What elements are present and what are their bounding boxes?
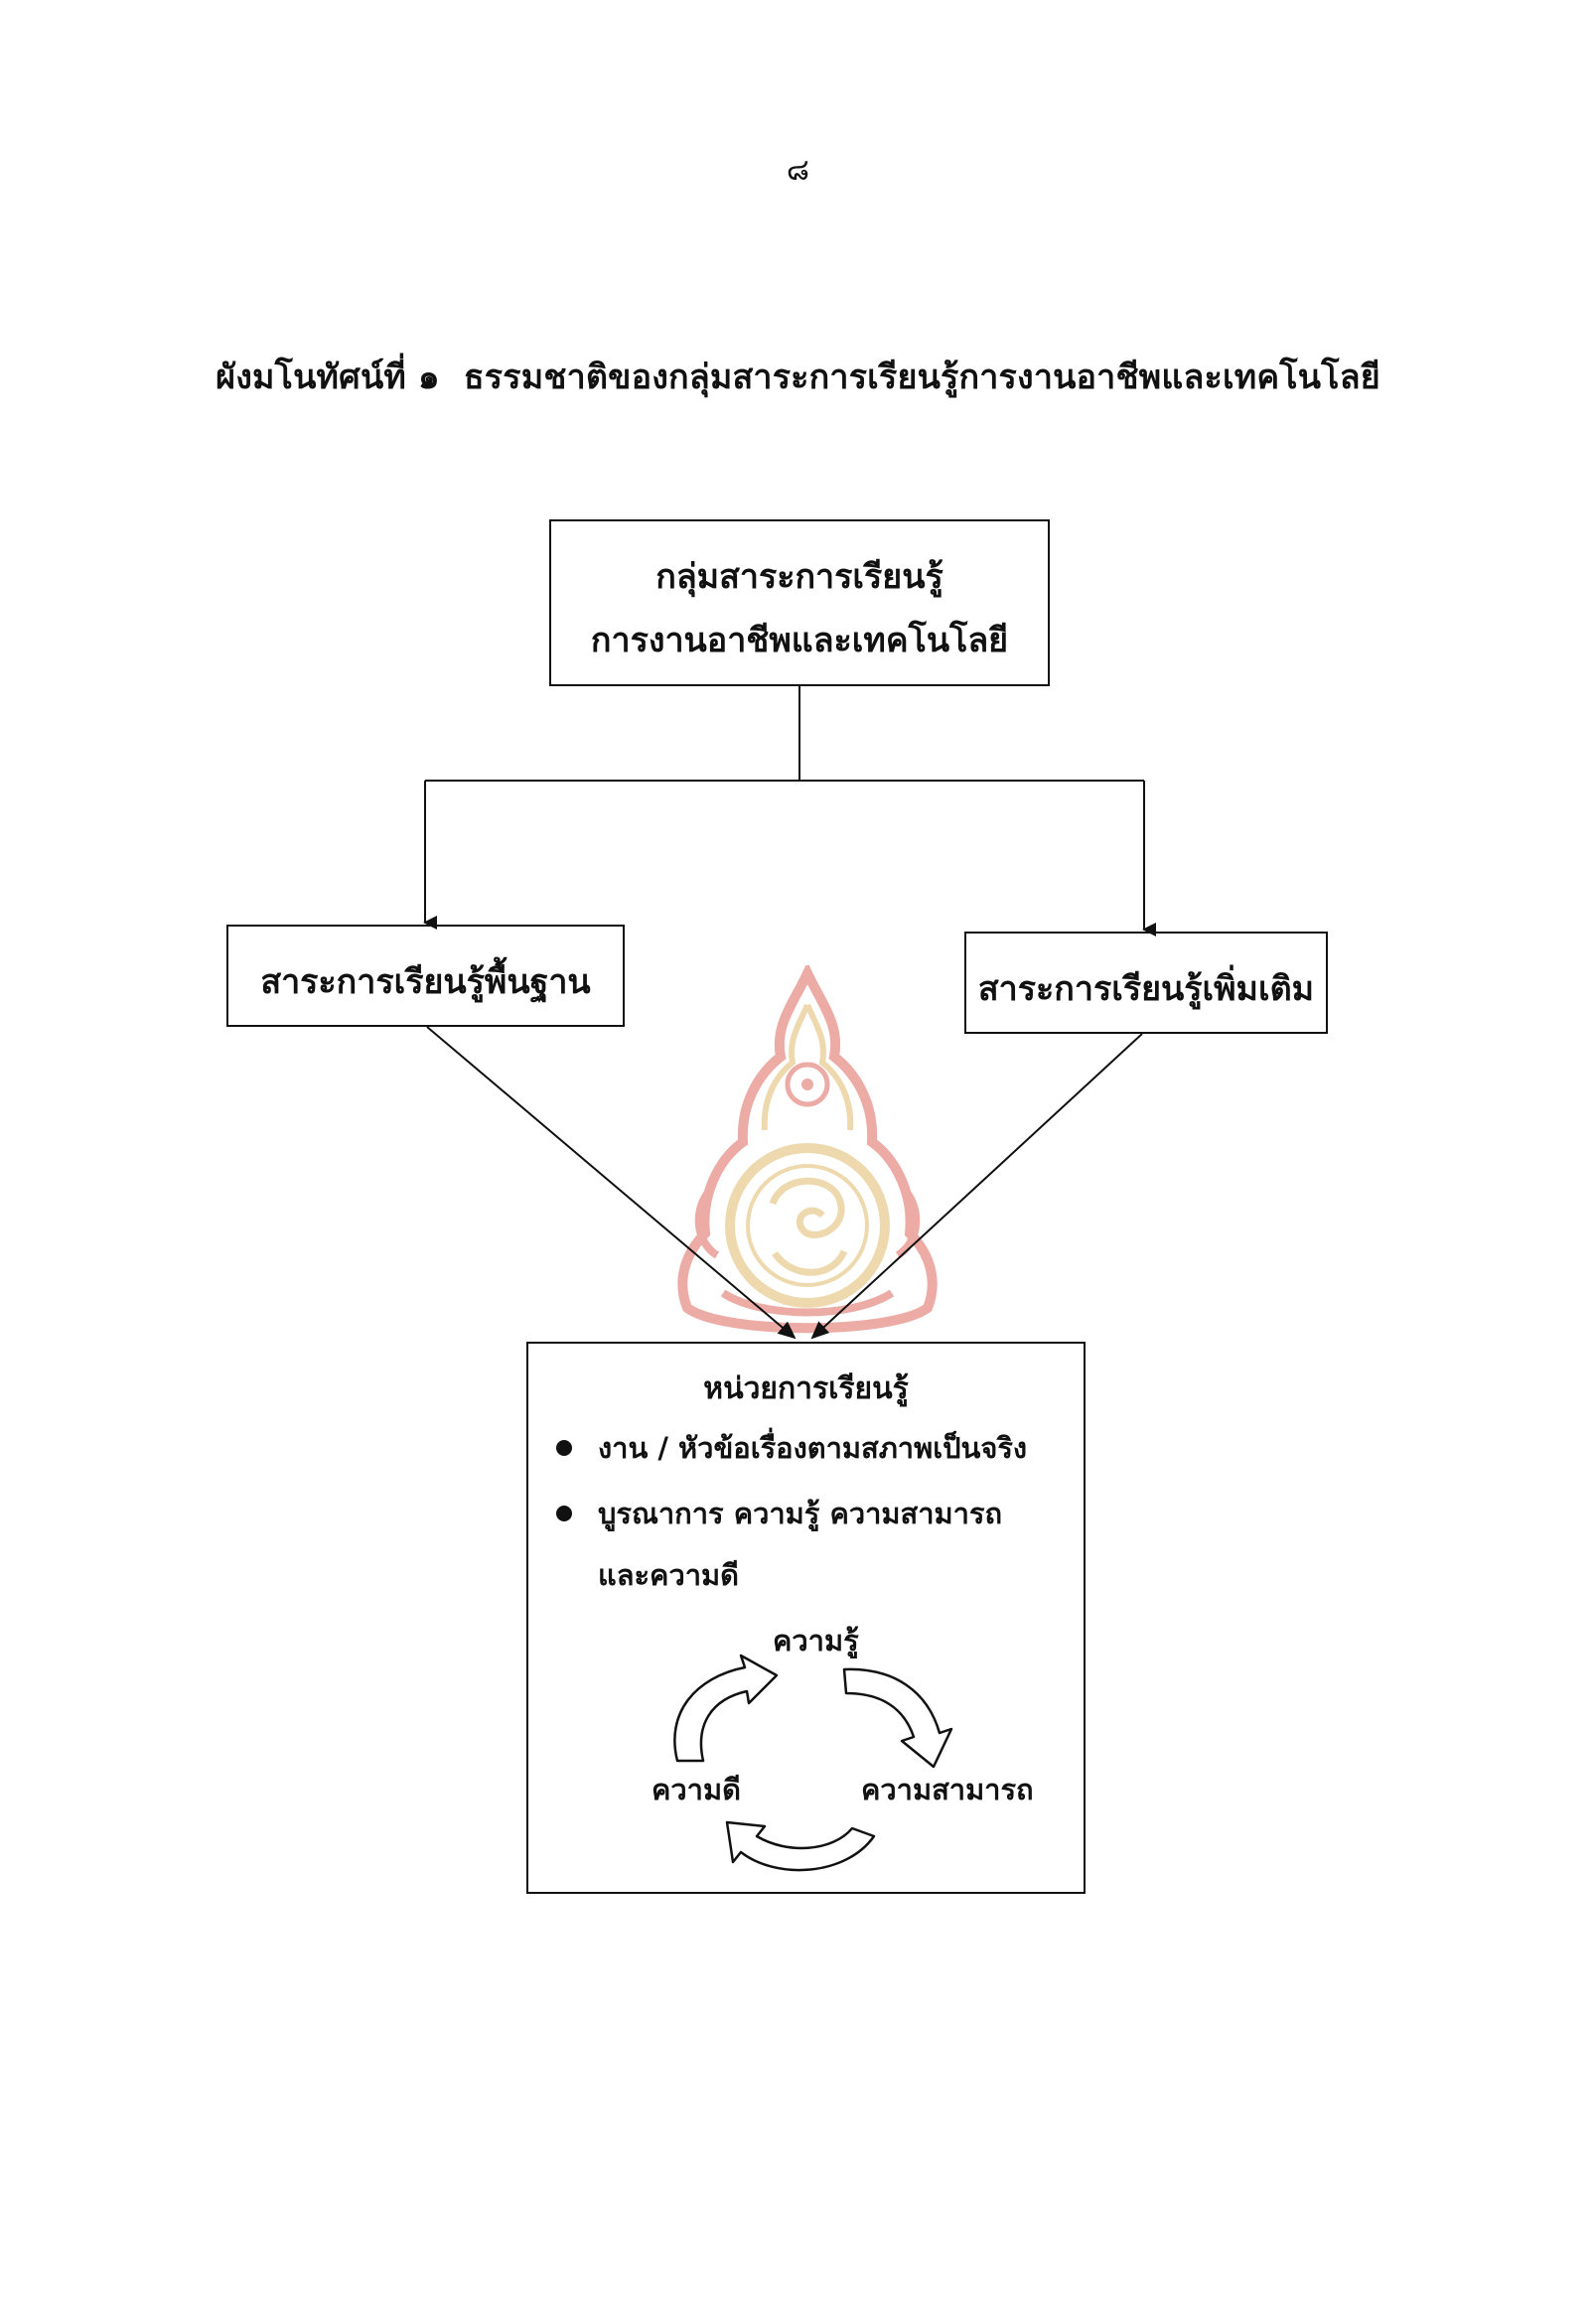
page-number: ๘	[786, 153, 810, 188]
left-box-core-strand: สาระการเรียนรู้พื้นฐาน	[226, 925, 625, 1027]
right-box-label: สาระการเรียนรู้เพิ่มเติม	[977, 969, 1315, 1009]
bullet-dot-icon	[556, 1440, 572, 1456]
seal-watermark-icon	[677, 965, 938, 1334]
unit-title: หน่วยการเรียนรู้	[703, 1371, 909, 1406]
curved-arrow-icon	[842, 1667, 953, 1769]
cycle-label-virtue: ความดี	[652, 1773, 741, 1806]
left-box-label: สาระการเรียนรู้พื้นฐาน	[260, 962, 591, 1002]
bullet-dot-icon	[556, 1506, 572, 1521]
top-box-line2: การงานอาชีพและเทคโนโลยี	[590, 621, 1009, 660]
top-box-line1: กลุ่มสาระการเรียนรู้	[655, 557, 943, 597]
top-box-learning-area: กลุ่มสาระการเรียนรู้ การงานอาชีพและเทคโน…	[549, 519, 1050, 686]
figure-title-text: ธรรมชาติของกลุ่มสาระการเรียนรู้การงานอาช…	[463, 358, 1380, 397]
bullet-item: บูรณาการ ความรู้ ความสามารถ และความดี	[552, 1483, 1064, 1606]
bullet-text: บูรณาการ ความรู้ ความสามารถ และความดี	[598, 1497, 1003, 1592]
curved-arrow-icon	[725, 1820, 876, 1872]
cycle-label-ability: ความสามารถ	[861, 1773, 1034, 1806]
figure-title: ผังมโนทัศน์ที่ ๑ ธรรมชาติของกลุ่มสาระการเ…	[0, 350, 1596, 403]
unit-box-learning-unit: หน่วยการเรียนรู้ งาน / หัวข้อเรื่องตามสภ…	[526, 1342, 1086, 1894]
bullet-item: งาน / หัวข้อเรื่องตามสภาพเป็นจริง	[552, 1417, 1064, 1479]
arrow-right-to-unit	[810, 1033, 1143, 1340]
curved-arrow-icon	[673, 1654, 779, 1763]
cycle-label-knowledge: ความรู้	[773, 1624, 859, 1657]
arrow-left-to-unit	[426, 1026, 797, 1340]
figure-label: ผังมโนทัศน์ที่ ๑	[216, 358, 440, 397]
right-box-additional-strand: สาระการเรียนรู้เพิ่มเติม	[964, 932, 1328, 1034]
bullet-text: งาน / หัวข้อเรื่องตามสภาพเป็นจริง	[598, 1431, 1028, 1465]
